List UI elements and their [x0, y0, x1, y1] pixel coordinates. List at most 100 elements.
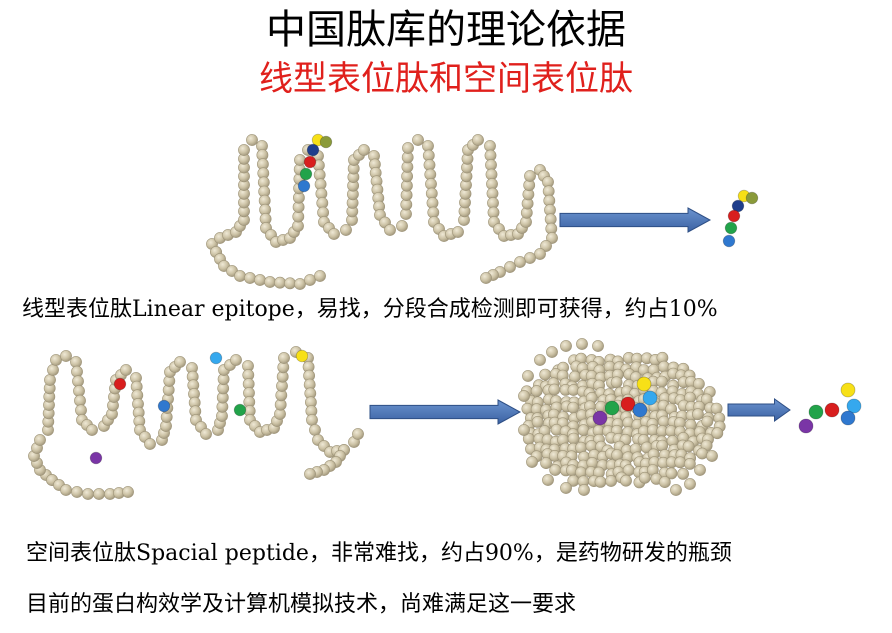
chain-bead — [60, 484, 72, 496]
chain-bead — [412, 134, 424, 146]
chain-bead — [352, 428, 364, 440]
chain-bead — [120, 364, 132, 376]
folded-bead — [656, 375, 668, 388]
chain-bead — [304, 274, 316, 286]
folded-bead — [518, 424, 530, 436]
folded-bead — [567, 401, 580, 414]
spatial-epitope-bead — [89, 451, 103, 465]
folded-bead — [605, 475, 617, 487]
chain-bead — [340, 224, 352, 236]
page-title: 中国肽库的理论依据 — [266, 7, 626, 53]
folded-bead — [567, 432, 580, 445]
folded-bead — [542, 474, 554, 486]
extracted-linear-epitope-bead — [745, 191, 759, 205]
folded-bead — [670, 484, 682, 496]
folded-bead — [518, 390, 530, 402]
folded-epitope-bead — [592, 410, 608, 426]
folded-bead — [677, 467, 689, 480]
folded-bead — [569, 370, 581, 383]
folded-bead — [546, 346, 558, 358]
folded-bead — [658, 476, 671, 488]
spatial-peptide-caption: 空间表位肽Spacial peptide，非常难找，约占90%，是药物研发的瓶颈 — [26, 541, 732, 566]
extracted-spatial-epitope-bead — [808, 404, 824, 420]
folded-bead — [701, 415, 714, 428]
chain-bead — [309, 424, 321, 436]
extracted-spatial-epitope-bead — [846, 398, 862, 414]
folded-epitope-bead — [642, 390, 658, 406]
chain-bead — [264, 276, 276, 288]
folded-bead — [674, 456, 687, 469]
spatial-epitope-bead — [295, 349, 309, 363]
linear-epitope-caption: 线型表位肽Linear epitope，易找，分段合成检测即可获得，约占10% — [22, 297, 718, 322]
folded-bead — [560, 340, 572, 352]
spatial-epitope-bead — [113, 377, 127, 391]
chain-bead — [34, 434, 46, 446]
chain-bead — [86, 424, 98, 436]
chain-bead — [238, 144, 250, 156]
folded-bead — [682, 440, 695, 453]
chain-bead — [93, 488, 105, 500]
chain-bead — [540, 240, 552, 252]
folded-bead — [638, 471, 651, 484]
chain-bead — [144, 438, 156, 450]
bottom-middle-arrow-icon — [369, 399, 522, 425]
folded-bead — [548, 383, 561, 396]
extracted-spatial-epitope-bead — [798, 418, 814, 434]
chain-bead — [122, 486, 134, 498]
folded-bead — [684, 478, 696, 490]
folded-bead — [684, 457, 696, 470]
folded-protein — [518, 338, 726, 496]
extracted-linear-epitope-bead — [727, 209, 741, 223]
epitope-bead — [297, 179, 311, 193]
folded-bead — [706, 450, 718, 462]
chain-bead — [358, 144, 370, 156]
chain-bead — [294, 154, 306, 166]
folded-bead — [592, 340, 604, 352]
folded-bead — [657, 415, 670, 428]
chain-bead — [472, 134, 484, 146]
folded-bead — [665, 467, 678, 480]
chain-bead — [50, 354, 62, 366]
extracted-spatial-epitope-bead — [840, 382, 856, 398]
chain-bead — [534, 248, 546, 260]
chain-bead — [244, 272, 256, 284]
chain-bead — [402, 142, 414, 154]
folded-bead — [620, 474, 632, 487]
folded-bead — [534, 354, 546, 366]
spatial-epitope-bead — [233, 403, 247, 417]
epitope-bead — [306, 143, 320, 157]
spatial-epitope-bead — [157, 399, 171, 413]
folded-bead — [711, 427, 724, 440]
chain-bead — [278, 352, 290, 364]
chain-bead — [452, 226, 464, 238]
chain-bead — [200, 428, 212, 440]
folded-bead — [522, 370, 534, 382]
chain-bead — [314, 270, 326, 282]
folded-epitope-bead — [620, 396, 636, 412]
chain-bead — [328, 228, 340, 240]
epitope-bead — [299, 167, 313, 181]
folded-bead — [530, 385, 543, 397]
folded-bead — [594, 475, 607, 488]
folded-bead — [576, 338, 588, 350]
chain-bead — [71, 486, 83, 498]
chain-bead — [254, 274, 266, 286]
folded-bead — [531, 415, 544, 428]
chain-bead — [246, 134, 258, 146]
chain-bead — [234, 270, 246, 282]
chain-bead — [304, 468, 316, 480]
folded-epitope-bead — [636, 376, 652, 392]
extracted-linear-epitope-bead — [722, 234, 736, 248]
folded-bead — [540, 457, 552, 469]
chain-bead — [546, 232, 558, 244]
chain-bead — [174, 356, 186, 368]
folded-bead — [696, 447, 709, 460]
chain-bead — [274, 276, 286, 289]
epitope-bead — [319, 135, 333, 149]
bottom-right-arrow-icon — [727, 398, 791, 422]
chain-bead — [82, 488, 94, 500]
chain-bead — [480, 272, 492, 284]
folded-bead — [692, 408, 704, 421]
spatial-epitope-bead — [209, 351, 223, 365]
